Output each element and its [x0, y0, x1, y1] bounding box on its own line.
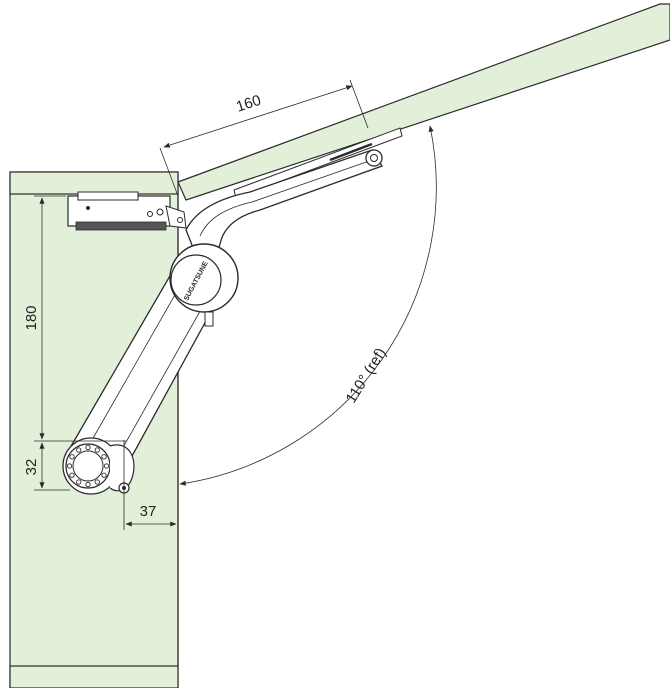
gear-tooth — [66, 463, 73, 469]
gear-tooth — [69, 454, 75, 460]
gear-tooth — [101, 454, 107, 460]
gear-tooth — [101, 472, 107, 478]
gear-tooth — [85, 481, 91, 488]
gear-tooth — [94, 447, 100, 453]
dimension-pivot-horizontal: 37 — [123, 440, 179, 530]
cabinet-mounting-bracket — [67, 191, 187, 231]
gear-tooth — [85, 444, 91, 451]
dimension-label-180: 180 — [23, 305, 40, 330]
lid-pivot-pin — [365, 149, 383, 167]
gear-tooth — [69, 472, 75, 478]
dimension-arm-height: 180 — [23, 195, 126, 442]
lower-pivot-gear — [62, 437, 135, 495]
dimension-label-160: 160 — [234, 92, 263, 116]
gear-tooth — [94, 479, 100, 485]
housing-tab — [204, 311, 214, 327]
gear-tooth — [76, 447, 82, 453]
dimension-label-110: 110° (ref) — [343, 345, 390, 406]
gear-tooth — [76, 479, 82, 485]
dimension-label-32: 32 — [23, 459, 40, 476]
gear-tooth — [103, 463, 110, 469]
cabinet-bottom-panel — [9, 665, 179, 689]
cabinet-top-panel — [9, 171, 179, 195]
dimension-pivot-vertical: 32 — [23, 442, 70, 491]
dimension-label-37: 37 — [140, 503, 157, 520]
